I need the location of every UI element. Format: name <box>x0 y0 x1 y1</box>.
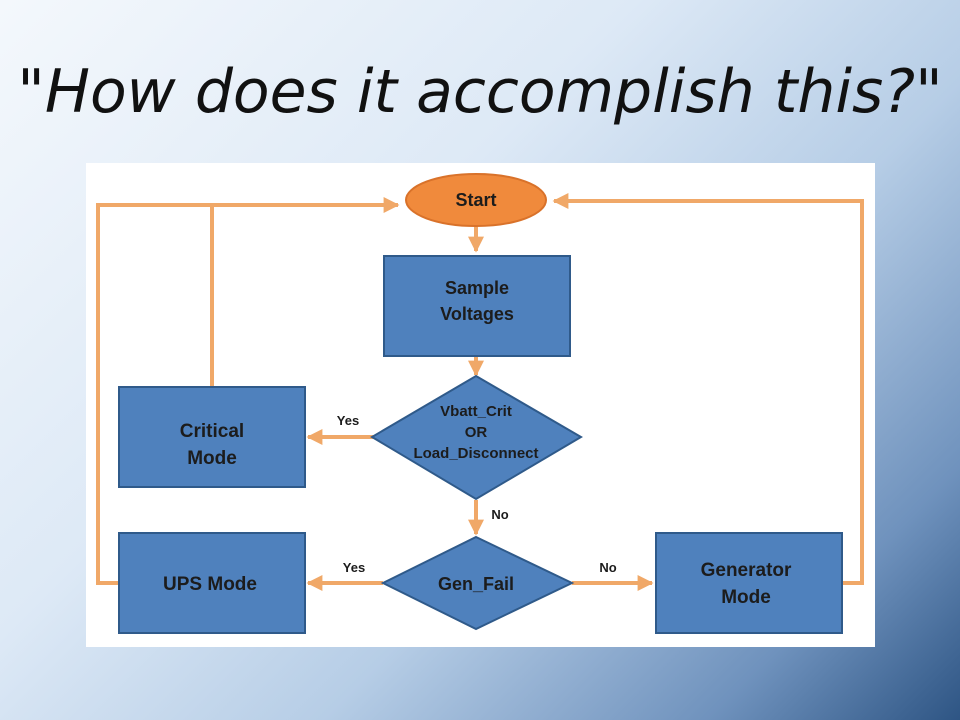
decision-critical-line-3: Load_Disconnect <box>413 445 538 462</box>
decision-genfail-diamond <box>380 535 575 631</box>
flowchart-panel: Start Sample Voltages Vbatt_Crit OR Load… <box>86 163 875 647</box>
critical-mode-line-2: Mode <box>187 448 237 469</box>
edge-label-critical-yes: Yes <box>337 413 359 428</box>
node-generator-mode: Generator Mode <box>655 532 843 634</box>
sample-voltages-line-1: Sample <box>445 278 509 298</box>
decision-critical-line-2: OR <box>465 424 488 441</box>
critical-mode-line-1: Critical <box>180 421 244 442</box>
generator-mode-line-1: Generator <box>701 560 792 581</box>
decision-critical-line-1: Vbatt_Crit <box>440 403 512 420</box>
node-sample-voltages: Sample Voltages <box>383 255 571 357</box>
node-ups-mode: UPS Mode <box>118 532 306 634</box>
slide-title: "How does it accomplish this?" <box>17 57 943 127</box>
node-decision-genfail: Gen_Fail <box>380 535 575 631</box>
node-critical-mode: Critical Mode <box>118 386 306 488</box>
node-decision-critical: Vbatt_Crit OR Load_Disconnect <box>370 374 583 501</box>
ups-mode-label: UPS Mode <box>163 574 257 595</box>
edge-label-genfail-yes: Yes <box>343 560 365 575</box>
start-label: Start <box>455 190 496 210</box>
loop-ups-to-start <box>96 197 400 585</box>
critical-mode-box <box>118 386 306 488</box>
node-start: Start <box>405 173 547 227</box>
connectors <box>96 193 864 591</box>
start-ellipse <box>405 173 547 227</box>
flowchart-diagram: Start Sample Voltages Vbatt_Crit OR Load… <box>96 173 864 634</box>
decision-critical-diamond <box>370 374 583 501</box>
ups-mode-box <box>118 532 306 634</box>
loop-generator-to-start <box>552 193 864 585</box>
edge-label-genfail-no: No <box>599 560 616 575</box>
generator-mode-line-2: Mode <box>721 587 771 608</box>
sample-voltages-line-2: Voltages <box>440 304 514 324</box>
edge-label-critical-no: No <box>491 507 508 522</box>
decision-genfail-label: Gen_Fail <box>438 574 514 594</box>
generator-mode-box <box>655 532 843 634</box>
sample-voltages-box <box>383 255 571 357</box>
